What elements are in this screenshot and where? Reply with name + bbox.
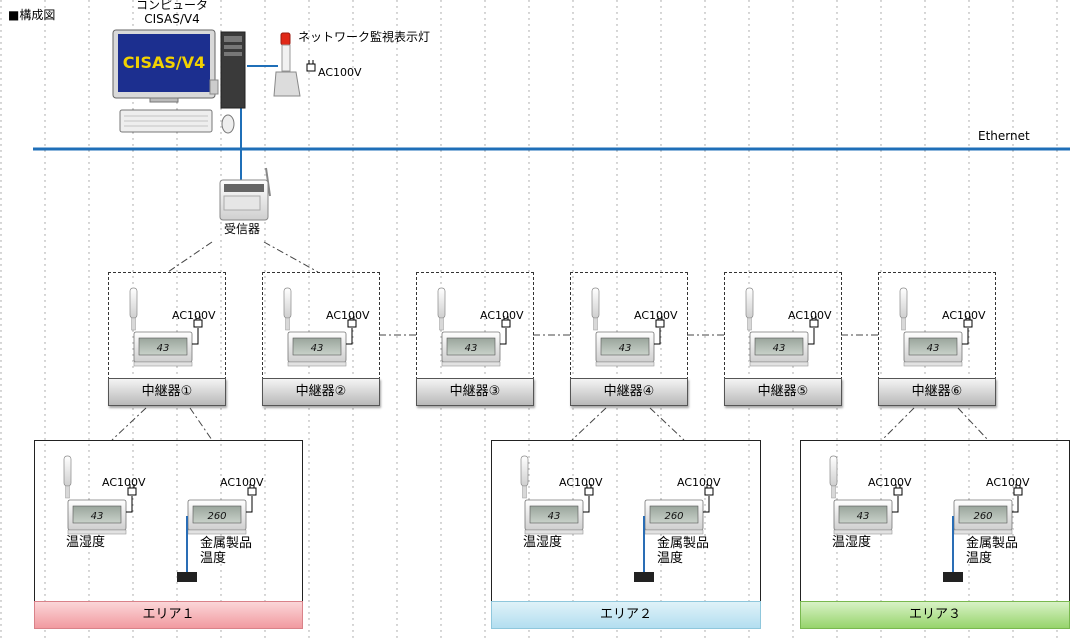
relay-box xyxy=(416,272,534,380)
relay-label: 中継器⑤ xyxy=(724,378,842,406)
relay-label: 中継器③ xyxy=(416,378,534,406)
relay-label: 中継器② xyxy=(262,378,380,406)
lamp-label: ネットワーク監視表示灯 xyxy=(298,30,431,44)
area-label: エリア３ xyxy=(800,601,1070,629)
metal-power-label: AC100V xyxy=(986,476,1030,489)
relay-box xyxy=(262,272,380,380)
relay-label: 中継器① xyxy=(108,378,226,406)
relay-power-label: AC100V xyxy=(480,309,524,322)
humidity-power-label: AC100V xyxy=(102,476,146,489)
relay-power-label: AC100V xyxy=(788,309,832,322)
wireless-links xyxy=(111,241,989,441)
relay-label: 中継器④ xyxy=(570,378,688,406)
metal-sensor-label-line2: 温度 xyxy=(657,551,684,566)
computer-label-line1: コンピュータ xyxy=(135,0,208,12)
humidity-sensor-label: 温湿度 xyxy=(832,535,872,550)
ethernet-label: Ethernet xyxy=(978,129,1030,143)
computer-label-line2: CISAS/V4 xyxy=(144,12,200,26)
relay-power-label: AC100V xyxy=(942,309,986,322)
relay-power-label: AC100V xyxy=(172,309,216,322)
svg-text:CISAS/V4: CISAS/V4 xyxy=(123,53,205,72)
relay-box xyxy=(570,272,688,380)
humidity-power-label: AC100V xyxy=(868,476,912,489)
relay-power-label: AC100V xyxy=(326,309,370,322)
metal-sensor-label-line2: 温度 xyxy=(200,551,227,566)
humidity-sensor-label: 温湿度 xyxy=(66,535,106,550)
relay-box xyxy=(724,272,842,380)
relay-box xyxy=(108,272,226,380)
receiver-icon xyxy=(219,167,271,221)
metal-sensor-label: 金属製品温度 xyxy=(657,536,709,566)
metal-sensor-label-line2: 温度 xyxy=(966,551,993,566)
humidity-sensor-label: 温湿度 xyxy=(523,535,563,550)
computer-label: コンピュータ CISAS/V4 xyxy=(120,0,224,26)
metal-sensor-label-line1: 金属製品 xyxy=(966,536,1019,551)
metal-sensor-label: 金属製品温度 xyxy=(200,536,252,566)
lamp-power-label: AC100V xyxy=(318,66,362,79)
receiver-label: 受信器 xyxy=(223,222,260,236)
area-box xyxy=(34,440,303,602)
humidity-power-label: AC100V xyxy=(559,476,603,489)
metal-sensor-label: 金属製品温度 xyxy=(966,536,1018,566)
area-box xyxy=(491,440,761,602)
diagram-title: ■構成図 xyxy=(8,8,56,22)
relay-power-label: AC100V xyxy=(634,309,678,322)
metal-sensor-label-line1: 金属製品 xyxy=(657,536,710,551)
relay-label: 中継器⑥ xyxy=(878,378,996,406)
warning-lamp-icon xyxy=(273,32,316,97)
metal-power-label: AC100V xyxy=(220,476,264,489)
area-label: エリア２ xyxy=(491,601,761,629)
area-box xyxy=(800,440,1070,602)
relay-box xyxy=(878,272,996,380)
area-label: エリア１ xyxy=(34,601,303,629)
metal-power-label: AC100V xyxy=(677,476,721,489)
metal-sensor-label-line1: 金属製品 xyxy=(200,536,253,551)
computer-icon: CISAS/V4 xyxy=(112,29,246,134)
